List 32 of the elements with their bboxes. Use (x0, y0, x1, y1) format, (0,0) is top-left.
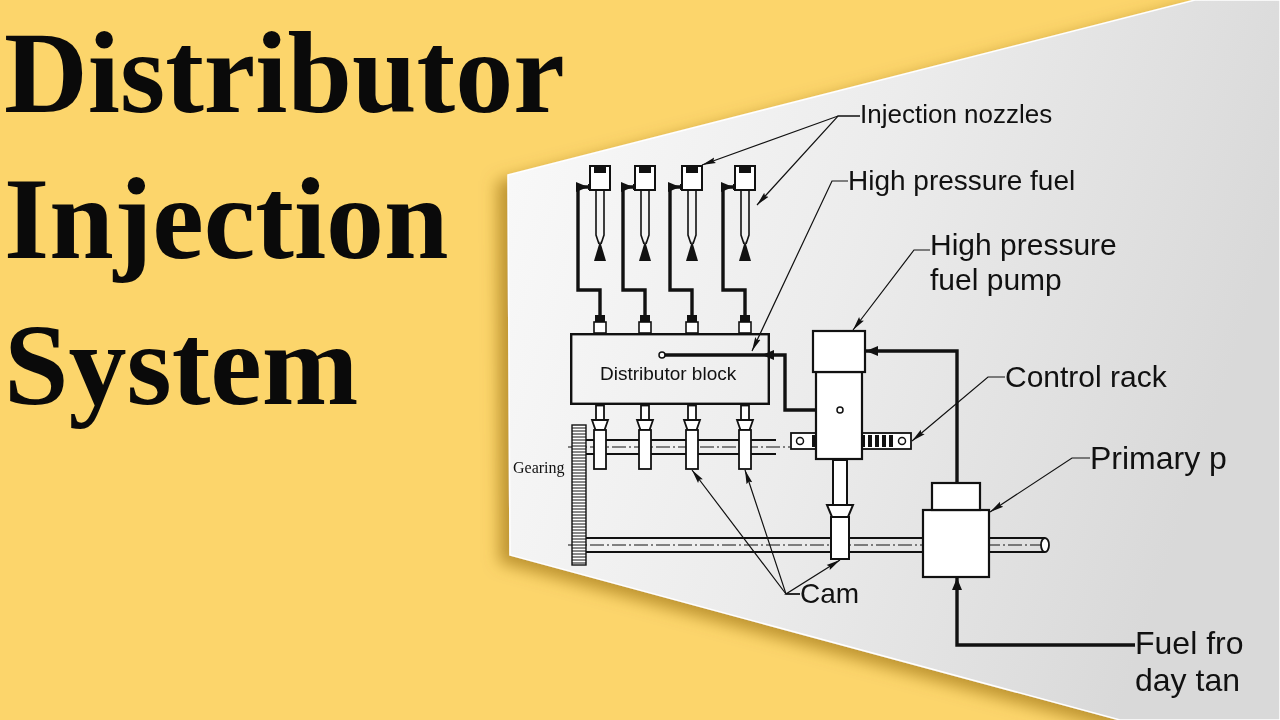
callout-label: Injection nozzles (860, 100, 1053, 130)
callout-label: High pressure fuel (848, 165, 1076, 198)
fuel-pipe (866, 346, 959, 482)
fuel-pipe (762, 350, 816, 412)
leader-line (783, 559, 841, 595)
callout-label: High pressure fuel pump (930, 228, 1130, 297)
injector-nozzle (588, 165, 612, 262)
callout-label: Fuel fro day tan (1135, 625, 1267, 699)
leader-line (911, 376, 1006, 442)
fuel-passage (658, 351, 762, 359)
plunger (683, 405, 701, 470)
callout-label: Primary p (1090, 440, 1227, 477)
injector-nozzle (680, 165, 704, 262)
plunger (736, 405, 754, 470)
injector-nozzle (633, 165, 657, 262)
feed-pump (922, 482, 990, 578)
plunger (591, 405, 609, 470)
callout-label: Cam (800, 578, 860, 611)
distributor-block (570, 333, 770, 405)
pump-plunger (826, 460, 854, 560)
leader-line (756, 115, 861, 206)
part-label: Distributor block (600, 363, 737, 385)
callout-label: Control rack (1005, 360, 1167, 395)
part-label: Gearing (513, 459, 565, 478)
injection-pump (812, 330, 866, 460)
leader-line (989, 457, 1091, 513)
injector-nozzle (733, 165, 757, 262)
leader-line (852, 249, 931, 331)
leader-line (751, 180, 849, 352)
fuel-pipe (952, 578, 1135, 647)
plunger (636, 405, 654, 470)
title: Distributor Injection System (4, 8, 563, 431)
